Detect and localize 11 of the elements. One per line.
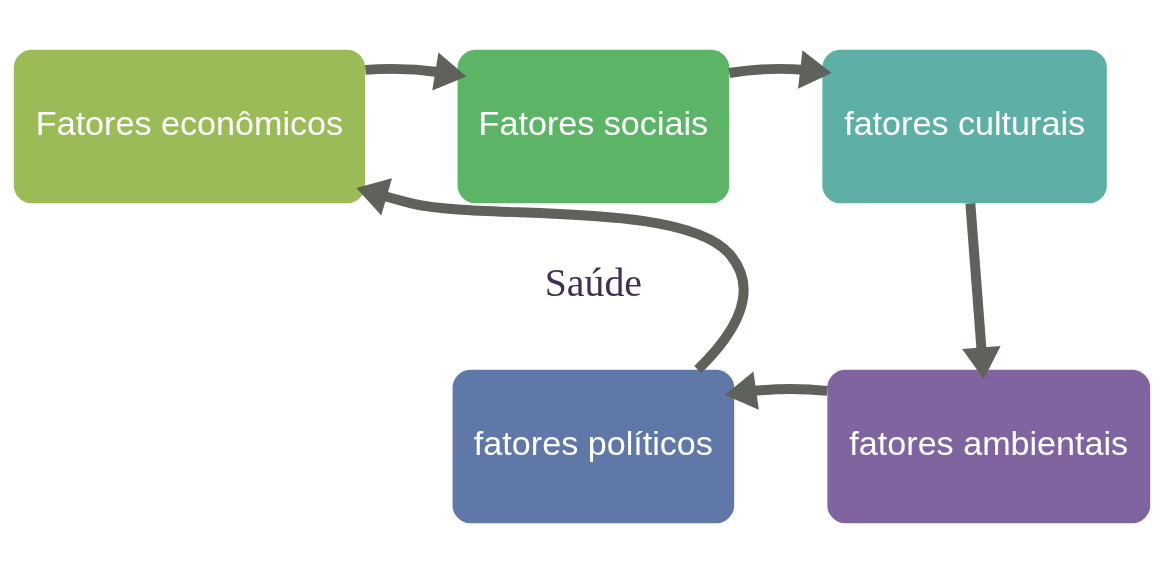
arrow (724, 370, 828, 410)
arrow (728, 49, 832, 89)
node-box: fatores culturais (822, 49, 1107, 203)
node-box: Fatores sociais (457, 49, 730, 203)
node-box: Fatores econômicos (13, 49, 366, 203)
arrow (962, 202, 1001, 379)
node-box: fatores políticos (452, 369, 735, 523)
node-box: fatores ambientais (827, 369, 1151, 523)
arrow (365, 51, 467, 91)
label: Saúde (544, 260, 643, 305)
arrow (356, 177, 749, 373)
